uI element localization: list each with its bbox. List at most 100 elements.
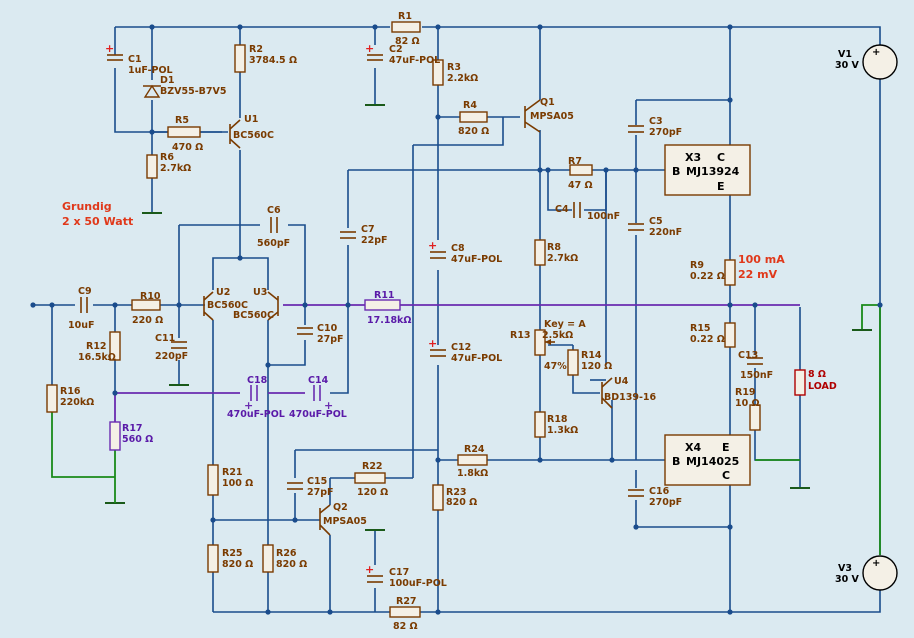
components-q1-value-label: MPSA05: [530, 111, 574, 122]
components-c9-value-label: 10uF: [68, 320, 94, 331]
resistor-R7: [569, 164, 593, 176]
components-x4-ref-label: X4: [685, 441, 701, 454]
components-r10-value-label: 220 Ω: [132, 315, 163, 326]
title-line1: Grundig: [62, 200, 112, 213]
components-c13-ref-label: C13: [738, 350, 758, 361]
components-r17-value-label: 560 Ω: [122, 434, 153, 445]
components-u1-ref-label: U1: [244, 114, 258, 125]
svg-text:+: +: [428, 239, 437, 252]
components-r9-ref-label: R9: [690, 260, 704, 271]
components-c1-value-label: 1uF-POL: [128, 65, 173, 76]
components-r13-ref-label: R13: [510, 330, 531, 341]
components-c12-value-label: 47uF-POL: [451, 353, 502, 364]
components-c10-value-label: 27pF: [317, 334, 344, 345]
components-c8-ref-label: C8: [451, 243, 465, 254]
components-q1-ref-label: Q1: [540, 97, 555, 108]
components-r13-value-label: 2.5kΩ: [542, 330, 573, 341]
resistor-R6: [146, 154, 158, 179]
zener-D1: [143, 84, 161, 98]
components-q2-ref-label: Q2: [333, 502, 348, 513]
components-r14-value-label: 120 Ω: [581, 361, 612, 372]
labels: Grundig 2 x 50 Watt 100 mA 22 mV R1 82 Ω…: [60, 11, 860, 632]
resistor-R24: [457, 454, 488, 466]
power-transistor-X3: [664, 144, 751, 196]
components-r8-value-label: 2.7kΩ: [547, 253, 578, 264]
resistor-R11: [364, 299, 401, 311]
components-u1-value-label: BC560C: [233, 130, 274, 141]
components-r27-ref-label: R27: [396, 596, 417, 607]
resistors: [46, 21, 806, 618]
svg-text:+: +: [428, 337, 437, 350]
components-c8-value-label: 47uF-POL: [451, 254, 502, 265]
components-r3-ref-label: R3: [447, 62, 461, 73]
title-line2: 2 x 50 Watt: [62, 215, 133, 228]
components-u3-value-label: BC560C: [233, 310, 274, 321]
svg-text:+: +: [872, 47, 880, 58]
components-r15-ref-label: R15: [690, 323, 711, 334]
components-r5-value-label: 470 Ω: [172, 142, 203, 153]
components-c6-ref-label: C6: [267, 205, 281, 216]
components-d1-ref-label: D1: [160, 75, 175, 86]
components-r16-value-label: 220kΩ: [60, 397, 94, 408]
components-v3-value-label: 30 V: [835, 574, 860, 585]
components-r12-ref-label: R12: [86, 341, 107, 352]
components-load-ref-label: 8 Ω: [808, 369, 826, 380]
components-r24-ref-label: R24: [464, 444, 485, 455]
power-transistor-X4: [664, 434, 751, 486]
components-c5-value-label: 220nF: [649, 227, 682, 238]
components-r7-ref-label: R7: [568, 156, 582, 167]
components-x3-value-label: MJ13924: [686, 165, 740, 178]
components-c4-ref-label: C4: [555, 204, 569, 215]
components-u3-ref-label: U3: [253, 287, 267, 298]
components-r22-value-label: 120 Ω: [357, 487, 388, 498]
components-r7-value-label: 47 Ω: [568, 180, 593, 191]
resistor-LOAD: [794, 369, 806, 396]
components-c14-value-label: 470uF-POL: [289, 409, 347, 420]
components-r23-value-label: 820 Ω: [446, 497, 477, 508]
components-v1-ref-label: V1: [838, 49, 852, 60]
components-x4-pin_e-label: E: [722, 441, 730, 454]
svg-text:+: +: [365, 42, 374, 55]
wires: [35, 26, 881, 613]
source-V3: [862, 555, 898, 591]
components-c12-ref-label: C12: [451, 342, 471, 353]
components-c15-ref-label: C15: [307, 476, 327, 487]
resistor-R10: [131, 299, 161, 311]
components-r8-ref-label: R8: [547, 242, 561, 253]
components-r18-ref-label: R18: [547, 414, 568, 425]
components-r18-value-label: 1.3kΩ: [547, 425, 578, 436]
components-r2-ref-label: R2: [249, 44, 263, 55]
source-V1: [862, 44, 898, 80]
components-d1-value-label: BZV55-B7V5: [160, 86, 226, 97]
components-c14-ref-label: C14: [308, 375, 329, 386]
components-u2-value-label: BC560C: [207, 300, 248, 311]
resistor-R1: [391, 21, 421, 33]
components-c18-value-label: 470uF-POL: [227, 409, 285, 420]
components-c13-value-label: 150nF: [740, 370, 773, 381]
components-r25-ref-label: R25: [222, 548, 243, 559]
components-c17-ref-label: C17: [389, 567, 409, 578]
components-x3-pin_b-label: B: [672, 165, 680, 178]
components-r14-ref-label: R14: [581, 350, 602, 361]
resistor-R3: [432, 59, 444, 86]
components-c16-value-label: 270pF: [649, 497, 682, 508]
resistor-R14: [567, 349, 579, 376]
components-r15-value-label: 0.22 Ω: [690, 334, 725, 345]
components-c11-value-label: 220pF: [155, 351, 188, 362]
components-r4-value-label: 820 Ω: [458, 126, 489, 137]
resistor-R4: [459, 111, 488, 123]
components-r12-value-label: 16.5kΩ: [78, 352, 116, 363]
components-r27-value-label: 82 Ω: [393, 621, 418, 632]
components-x3-pin_c-label: C: [717, 151, 725, 164]
components-c16-ref-label: C16: [649, 486, 670, 497]
components-r26-ref-label: R26: [276, 548, 297, 559]
components-r21-value-label: 100 Ω: [222, 478, 253, 489]
svg-text:+: +: [105, 42, 114, 55]
components-x4-value-label: MJ14025: [686, 455, 739, 468]
components-r6-value-label: 2.7kΩ: [160, 163, 191, 174]
components-load-value-label: LOAD: [808, 381, 837, 392]
components-u2-ref-label: U2: [216, 287, 230, 298]
components-c4-value-label: 100nF: [587, 211, 620, 222]
resistor-R15: [724, 322, 736, 348]
components-c9-ref-label: C9: [78, 286, 92, 297]
